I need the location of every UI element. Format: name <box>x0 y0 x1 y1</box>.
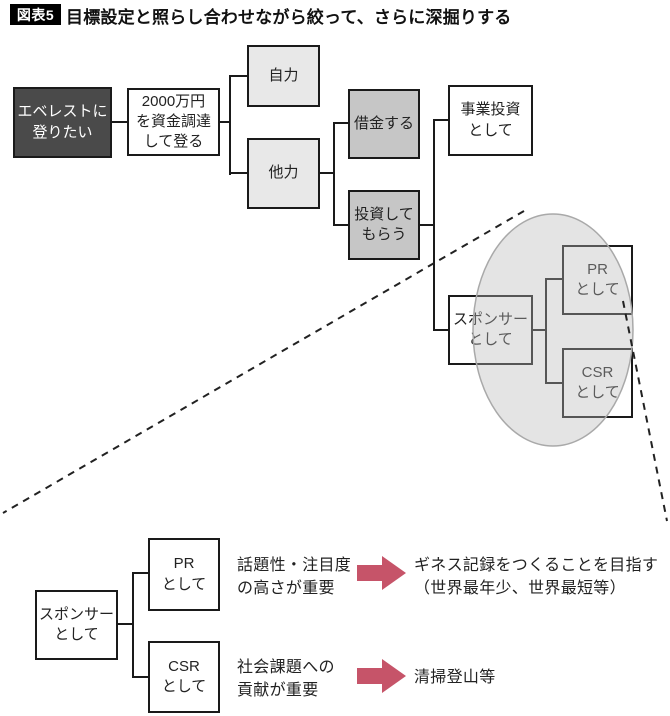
node-pr-detail: PR として <box>148 538 220 611</box>
connector-line <box>547 278 562 280</box>
node-sponsor-detail: スポンサー として <box>35 590 118 660</box>
pr-example-text: ギネス記録をつくることを目指す （世界最年少、世界最短等） <box>414 557 659 597</box>
figure-title: 目標設定と照らし合わせながら絞って、さらに深掘りする <box>66 8 512 27</box>
connector-line <box>433 119 435 331</box>
connector-line <box>218 121 231 123</box>
node-business-invest: 事業投資 として <box>448 85 533 156</box>
node-csr-detail: CSR として <box>148 641 220 713</box>
right-arrow-icon <box>357 659 406 693</box>
connector-line <box>132 572 134 678</box>
connector-line <box>335 224 348 226</box>
connector-line <box>335 122 348 124</box>
connector-line <box>545 278 547 384</box>
connector-line <box>318 172 335 174</box>
connector-line <box>231 75 247 77</box>
connector-line <box>134 572 148 574</box>
connector-line <box>435 119 448 121</box>
node-funding: 2000万円 を資金調達 して登る <box>127 88 220 156</box>
node-self-power: 自力 <box>247 45 320 107</box>
connector-line <box>112 121 127 123</box>
node-borrow: 借金する <box>348 89 420 159</box>
node-everest-goal: エベレストに 登りたい <box>13 87 112 158</box>
connector-line <box>547 382 562 384</box>
zoom-guide-line-left <box>2 210 525 514</box>
node-pr: PR として <box>562 245 633 315</box>
node-sponsor: スポンサー として <box>448 295 533 365</box>
connector-line <box>333 122 335 226</box>
node-csr: CSR として <box>562 348 633 418</box>
node-other-power: 他力 <box>247 138 320 209</box>
connector-line <box>231 172 247 174</box>
csr-example-text: 清掃登山等 <box>414 669 496 686</box>
connector-line <box>435 329 448 331</box>
figure-tag-badge: 図表5 <box>10 4 61 25</box>
right-arrow-icon <box>357 556 406 590</box>
pr-criterion-text: 話題性・注目度 の高さが重要 <box>237 557 352 597</box>
connector-line <box>116 623 134 625</box>
csr-criterion-text: 社会課題への 貢献が重要 <box>237 659 335 699</box>
connector-line <box>229 75 231 175</box>
node-get-invested: 投資して もらう <box>348 190 420 260</box>
connector-line <box>134 676 148 678</box>
